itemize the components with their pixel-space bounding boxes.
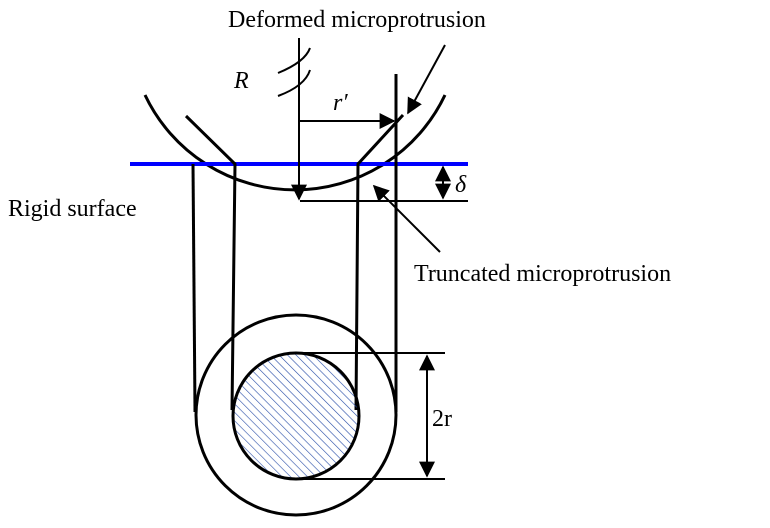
- outer-left-edge: [191, 163, 197, 413]
- deformed-asperity-arc: [143, 94, 447, 192]
- truncated-right-edge: [354, 113, 405, 411]
- label-R: R: [233, 68, 249, 94]
- truncated-callout-arrow: [372, 184, 441, 253]
- label-delta: δ: [455, 172, 467, 198]
- break-mark-icon: [277, 69, 311, 97]
- label-2r: 2r: [432, 406, 452, 432]
- inner-cross-section-hatched: [231, 351, 361, 481]
- label-deformed-microprotrusion: Deformed microprotrusion: [228, 7, 486, 33]
- outer-cross-section: [194, 313, 398, 517]
- truncated-left-edge: [184, 114, 237, 411]
- label-truncated-microprotrusion: Truncated microprotrusion: [414, 261, 671, 287]
- label-r-prime: r′: [333, 90, 348, 116]
- label-rigid-surface: Rigid surface: [8, 196, 137, 222]
- break-mark-icon: [277, 47, 311, 74]
- deformed-callout-arrow: [407, 44, 446, 115]
